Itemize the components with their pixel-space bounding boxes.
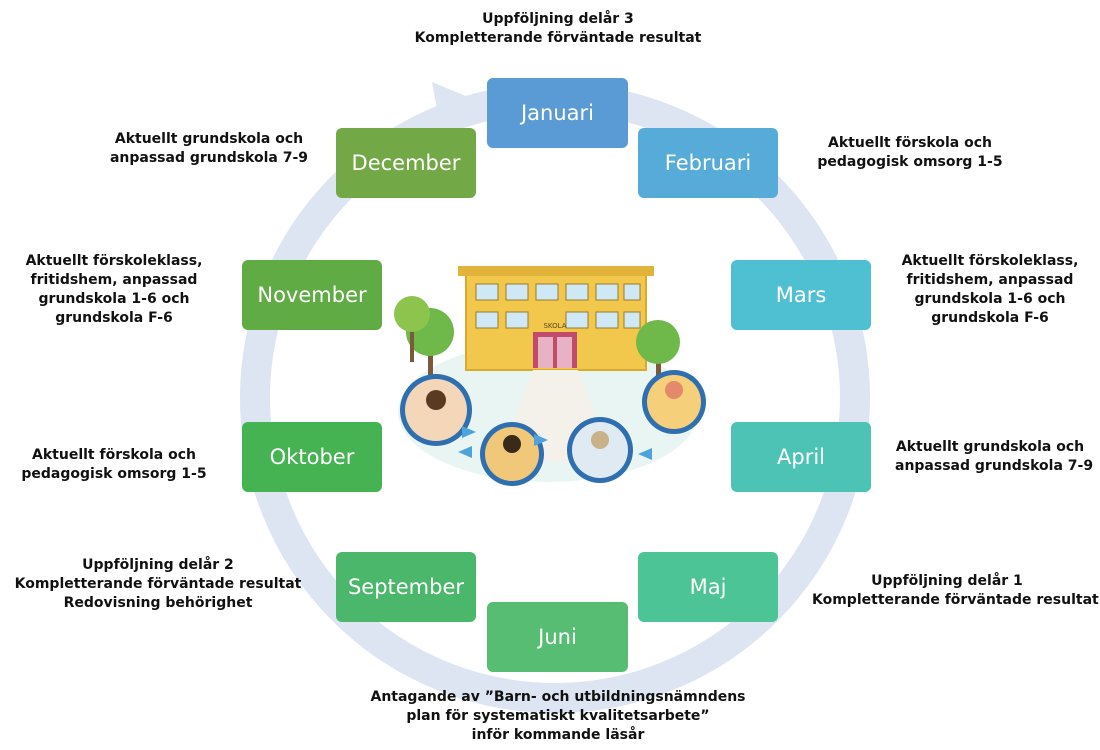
month-april: April <box>731 422 871 492</box>
cycle-arrowhead <box>432 82 485 126</box>
month-februari: Februari <box>638 128 778 198</box>
school-illustration: SKOLA <box>394 266 706 486</box>
month-juni: Juni <box>487 602 628 672</box>
month-maj: Maj <box>638 552 778 622</box>
month-december: December <box>336 128 476 198</box>
school-sign: SKOLA <box>543 322 566 330</box>
note-mars: Aktuellt förskoleklass,fritidshem, anpas… <box>901 253 1079 326</box>
note-juni: Antagande av ”Barn- och utbildningsnämnd… <box>370 689 746 743</box>
month-september: September <box>336 552 476 622</box>
month-mars: Mars <box>731 260 871 330</box>
note-november: Aktuellt förskoleklass,fritidshem, anpas… <box>25 253 203 326</box>
month-januari: Januari <box>487 78 628 148</box>
month-november: November <box>242 260 382 330</box>
month-oktober: Oktober <box>242 422 382 492</box>
